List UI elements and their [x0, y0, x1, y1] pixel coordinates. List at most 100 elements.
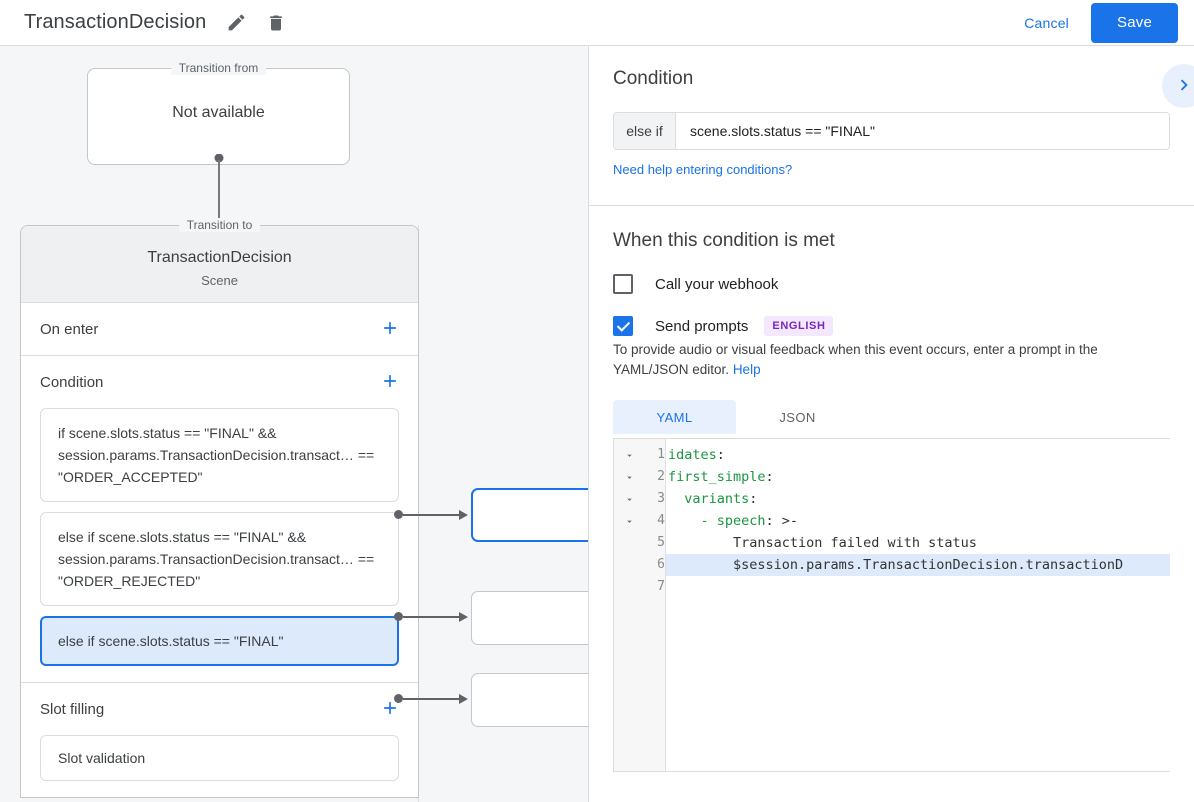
code-token-key: variants: [668, 491, 750, 507]
transition-from-card[interactable]: Transition from Not available: [87, 61, 350, 165]
app-header: TransactionDecision Cancel Save: [0, 0, 1194, 46]
when-met-title: When this condition is met: [613, 230, 835, 251]
scene-card-header[interactable]: Transition to TransactionDecision Scene: [21, 218, 418, 303]
fold-toggle-4[interactable]: [614, 510, 644, 532]
transition-to-card: Transition to TransactionDecision Scene …: [20, 218, 419, 798]
add-condition-button[interactable]: [378, 370, 402, 394]
condition-item-2[interactable]: else if scene.slots.status == "FINAL": [40, 616, 399, 666]
code-line: variants:: [666, 488, 1170, 510]
editor-fold-gutter: [614, 439, 644, 771]
fold-toggle-1[interactable]: [614, 444, 644, 466]
plus-icon: [380, 698, 400, 721]
slot-validation-item[interactable]: Slot validation: [40, 735, 399, 781]
plus-icon: [380, 318, 400, 341]
tab-json[interactable]: JSON: [736, 400, 859, 434]
line-number: 6: [657, 557, 665, 572]
condition-edge-dot-1: [394, 612, 403, 621]
save-button[interactable]: Save: [1091, 2, 1178, 43]
scene-type: Scene: [201, 273, 238, 288]
line-number: 7: [657, 579, 665, 594]
slot-filling-list: Slot validation: [21, 735, 418, 797]
condition-item-1[interactable]: else if scene.slots.status == "FINAL" &&…: [40, 512, 399, 606]
code-line: [666, 576, 1170, 598]
transition-to-legend: Transition to: [178, 218, 261, 232]
condition-edge-dot-0: [394, 510, 403, 519]
condition-target-box-1[interactable]: [471, 591, 588, 645]
condition-target-box-0[interactable]: [471, 488, 588, 542]
call-webhook-label: Call your webhook: [655, 275, 779, 293]
send-prompts-row[interactable]: Send prompts ENGLISH: [613, 316, 1170, 336]
transition-from-value: Not available: [172, 104, 265, 121]
section-title-slot-filling: Slot filling: [40, 700, 105, 718]
editor-format-tabs: YAML JSON: [613, 400, 1170, 434]
code-line: idates:: [666, 444, 1170, 466]
line-number: 1: [657, 447, 665, 462]
section-header-slot-filling: Slot filling: [21, 683, 418, 735]
scene-graph-canvas[interactable]: Transition from Not available Transition…: [0, 46, 588, 802]
collapse-panel-button[interactable]: [1162, 64, 1194, 108]
fold-toggle-3[interactable]: [614, 488, 644, 510]
add-on-enter-button[interactable]: [378, 317, 402, 341]
line-number: 3: [657, 491, 665, 506]
tab-yaml[interactable]: YAML: [613, 400, 736, 434]
plus-icon: [380, 371, 400, 394]
line-number: 4: [657, 513, 665, 528]
trash-icon: [266, 13, 286, 33]
condition-edge-arrow-0: [459, 510, 468, 520]
cancel-button[interactable]: Cancel: [1014, 7, 1079, 39]
code-line: $session.params.TransactionDecision.tran…: [666, 554, 1170, 576]
call-webhook-checkbox[interactable]: [613, 274, 633, 294]
condition-edge-arrow-1: [459, 612, 468, 622]
details-panel: Condition else if Need help entering con…: [588, 46, 1194, 802]
send-prompts-checkbox[interactable]: [613, 316, 633, 336]
fold-toggle-2[interactable]: [614, 466, 644, 488]
code-token-key: - speech: [668, 513, 766, 529]
code-token-rest: : >-: [765, 513, 799, 529]
section-title-on-enter: On enter: [40, 320, 99, 338]
section-condition: Condition if scene.slots.status == "FINA…: [21, 356, 418, 683]
condition-list: if scene.slots.status == "FINAL" && sess…: [21, 408, 418, 682]
section-slot-filling: Slot filling Slot validation: [21, 683, 418, 797]
send-prompts-label: Send prompts: [655, 317, 749, 335]
condition-edge-line-2: [403, 698, 459, 700]
edit-name-button[interactable]: [220, 7, 252, 39]
condition-edge-line-0: [403, 514, 459, 516]
code-line: - speech: >-: [666, 510, 1170, 532]
pencil-icon: [226, 12, 247, 33]
condition-input-row: else if: [613, 112, 1170, 150]
section-on-enter: On enter: [21, 303, 418, 356]
code-token-key: first_simple: [668, 469, 766, 485]
condition-editor-section: Condition else if Need help entering con…: [589, 46, 1194, 206]
condition-expression-input[interactable]: [676, 113, 1169, 149]
yaml-code-editor[interactable]: 1 2 3 4 5 6 7 idates: first_simple: vari…: [613, 438, 1170, 772]
condition-edge-line-1: [403, 616, 459, 618]
prompt-help-link[interactable]: Help: [732, 362, 761, 377]
webhook-row[interactable]: Call your webhook: [613, 274, 1170, 294]
editor-code-area[interactable]: idates: first_simple: variants: - speech…: [666, 439, 1170, 771]
condition-target-box-2[interactable]: [471, 673, 588, 727]
scene-name: TransactionDecision: [147, 249, 292, 266]
line-number: 2: [657, 469, 665, 484]
condition-section-title: Condition: [613, 68, 694, 89]
send-prompts-description: To provide audio or visual feedback when…: [613, 340, 1170, 380]
chevron-right-icon: [1173, 74, 1194, 99]
condition-item-0[interactable]: if scene.slots.status == "FINAL" && sess…: [40, 408, 399, 502]
when-condition-met-section: When this condition is met Call your web…: [589, 206, 1194, 772]
condition-edge-arrow-2: [459, 694, 468, 704]
line-number: 5: [657, 535, 665, 550]
code-token-rest: :: [765, 469, 774, 485]
condition-prefix-label: else if: [614, 113, 676, 149]
code-token-rest: :: [716, 447, 725, 463]
condition-help-link[interactable]: Need help entering conditions?: [613, 162, 793, 177]
code-token-key: idates: [668, 447, 717, 463]
add-slot-filling-button[interactable]: [378, 697, 402, 721]
condition-edge-dot-2: [394, 694, 403, 703]
code-line: Transaction failed with status: [666, 532, 1170, 554]
code-token-rest: $session.params.TransactionDecision.tran…: [668, 557, 1124, 573]
page-title: TransactionDecision: [24, 11, 207, 33]
code-token-rest: Transaction failed with status: [668, 535, 977, 551]
language-badge: ENGLISH: [764, 316, 834, 336]
delete-button[interactable]: [260, 7, 292, 39]
section-header-on-enter: On enter: [21, 303, 418, 355]
code-token-rest: :: [749, 491, 758, 507]
